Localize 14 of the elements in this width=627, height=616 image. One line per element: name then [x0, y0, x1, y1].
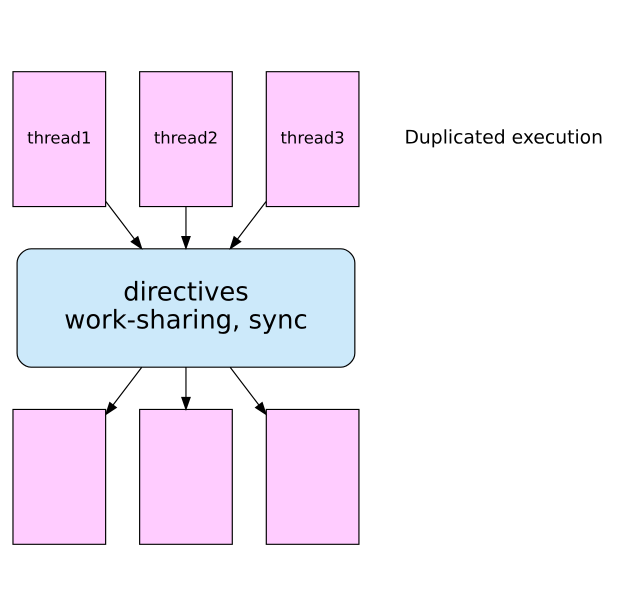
arrow	[229, 201, 267, 250]
arrow	[181, 367, 191, 411]
node-bar	[12, 408, 106, 545]
arrow	[230, 367, 268, 416]
node-bar	[139, 408, 233, 545]
node-box: thread3	[266, 71, 360, 208]
arrow	[181, 206, 191, 250]
label: Duplicated execution	[404, 128, 604, 149]
arrow	[104, 367, 142, 416]
node-box: thread1	[12, 71, 106, 208]
node-box: thread2	[139, 71, 233, 208]
node-bar	[266, 408, 360, 545]
node-box: directives work-sharing, sync	[16, 248, 356, 368]
arrow	[105, 201, 143, 250]
